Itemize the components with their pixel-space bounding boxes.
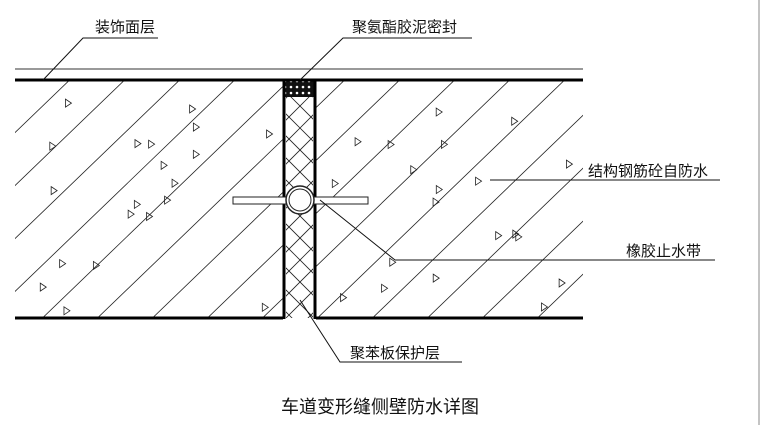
hatch-line (525, 70, 760, 330)
hatch-line (635, 70, 760, 330)
aggregate-mark (63, 306, 71, 316)
hatch-line (286, 223, 313, 252)
aggregate-mark (266, 129, 274, 139)
hatch-line (0, 70, 245, 330)
hatch-line (15, 81, 235, 293)
aggregate-mark (435, 184, 444, 195)
hatch-line (206, 243, 284, 318)
hatch-line (536, 273, 583, 318)
aggregate-mark (331, 178, 340, 189)
aggregate-mark (512, 229, 520, 239)
hatch-line (280, 20, 320, 60)
aggregate-mark (127, 209, 135, 219)
label-structural-concrete: 结构钢筋砼自防水 (588, 162, 709, 180)
aggregate-mark (50, 185, 58, 196)
hatch-line (280, 20, 320, 60)
hatch-line (280, 42, 320, 82)
aggregate-mark (59, 258, 67, 269)
label-eps-protection: 聚苯板保护层 (350, 344, 441, 362)
hatch-line (580, 70, 760, 330)
aggregate-mark (387, 139, 395, 150)
leader-lines (42, 37, 720, 363)
aggregate-mark (432, 273, 440, 283)
aggregate-mark (475, 176, 483, 186)
aggregate-mark (541, 302, 549, 312)
aggregate-mark (148, 139, 156, 149)
hatch-line (690, 70, 760, 330)
aggregate-mark (65, 98, 73, 108)
aggregate-mark (515, 232, 523, 242)
aggregate-mark (558, 278, 566, 288)
sealant-block (285, 81, 314, 97)
eps-board-joint (280, 20, 320, 318)
hatch-line (41, 84, 284, 318)
aggregate-mark (49, 141, 57, 151)
hatch-line (286, 97, 288, 99)
aggregate-mark (566, 159, 574, 169)
aggregate-mark (340, 292, 348, 303)
hatch-line (745, 70, 760, 330)
hatch-line (286, 135, 313, 164)
hatch-line (635, 70, 760, 330)
hatch-line (15, 81, 70, 134)
aggregate-mark (160, 160, 168, 171)
hatch-line (481, 220, 583, 318)
drawing-title: 车道变形缝侧壁防水详图 (281, 397, 479, 418)
aggregate-mark (511, 116, 519, 127)
label-pu-sealant: 聚氨酯胶泥密封 (352, 18, 458, 36)
hatch-line (315, 81, 400, 163)
aggregate-mark (133, 199, 142, 210)
aggregate-mark (192, 149, 201, 160)
hatch-line (315, 81, 510, 268)
rubber-waterstop (232, 185, 369, 215)
aggregate-mark (410, 164, 418, 175)
aggregate-mark (189, 104, 197, 114)
aggregate-mark (389, 257, 397, 267)
hatch-line (0, 70, 25, 330)
aggregate-mark (171, 178, 179, 188)
aggregate-mark (261, 302, 270, 313)
hatch-line (15, 81, 125, 187)
aggregate-mark (441, 139, 449, 150)
aggregate-mark (354, 136, 362, 147)
hatch-line (290, 97, 313, 120)
aggregate-mark (192, 122, 201, 132)
hatch-line (580, 70, 760, 330)
hatch-line (286, 245, 313, 274)
aggregate-mark (381, 283, 389, 294)
aggregate-mark (134, 138, 142, 149)
hatch-line (280, 42, 320, 82)
hatch-line (286, 157, 313, 186)
aggregate-mark (435, 107, 443, 117)
hatch-line (745, 70, 760, 330)
hatch-line (0, 70, 25, 330)
aggregate-mark (39, 282, 47, 292)
label-finish-layer: 装饰面层 (95, 18, 156, 36)
aggregate-mark (146, 211, 154, 222)
hatch-line (96, 137, 284, 318)
hatch-line (286, 289, 313, 318)
concrete-wall-left (0, 70, 760, 330)
aggregate-mark (432, 197, 440, 207)
hatch-line (286, 311, 293, 318)
hatch-line (286, 113, 313, 142)
aggregate-mark (92, 260, 101, 271)
hatch-line (690, 70, 760, 330)
hatch-line (316, 81, 565, 318)
aggregate-mark (164, 195, 172, 205)
hatch-line (426, 167, 583, 318)
label-rubber-waterstop: 橡胶止水带 (626, 242, 702, 260)
concrete-wall-right (0, 70, 760, 330)
aggregate-mark (495, 230, 503, 241)
hatch-line (15, 81, 180, 240)
hatch-line (286, 267, 313, 296)
hatch-line (0, 70, 135, 330)
hatch-line (371, 114, 583, 318)
